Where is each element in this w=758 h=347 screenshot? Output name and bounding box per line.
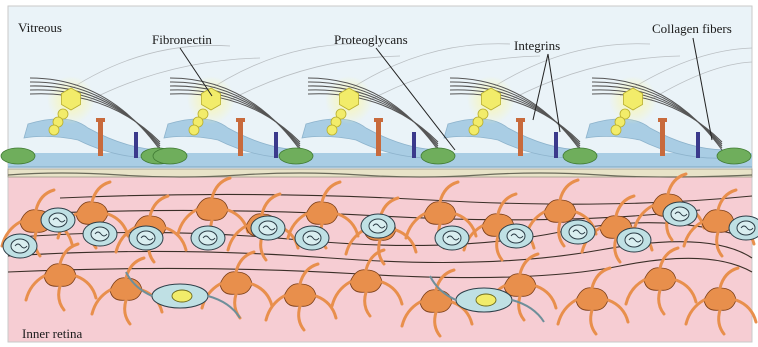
neuron-cell xyxy=(361,214,395,238)
neuron-nucleus xyxy=(199,231,217,245)
neuron-cell xyxy=(83,222,117,246)
integrin-orange-head xyxy=(96,118,105,122)
neuron-nucleus xyxy=(91,227,109,241)
integrin-purple xyxy=(554,132,558,158)
neuron-cell xyxy=(41,208,75,232)
fibronectin-bead xyxy=(469,125,479,135)
label-collagen-fibers: Collagen fibers xyxy=(652,21,732,37)
label-vitreous: Vitreous xyxy=(18,20,62,36)
label-integrins: Integrins xyxy=(514,38,560,54)
integrin-orange xyxy=(376,120,381,156)
proteoglycan xyxy=(1,148,35,164)
proteoglycan xyxy=(279,148,313,164)
proteoglycan xyxy=(153,148,187,164)
neuron-nucleus xyxy=(303,231,321,245)
integrin-orange xyxy=(238,120,243,156)
label-inner-retina: Inner retina xyxy=(22,326,82,342)
proteoglycan xyxy=(563,148,597,164)
fibronectin-bead xyxy=(189,125,199,135)
integrin-purple xyxy=(274,132,278,158)
integrin-orange-head xyxy=(516,118,525,122)
proteoglycan xyxy=(421,148,455,164)
label-fibronectin: Fibronectin xyxy=(152,32,212,48)
fibronectin-bead xyxy=(49,125,59,135)
neuron-nucleus xyxy=(737,221,755,235)
neuron-cell xyxy=(617,228,651,252)
neuron-nucleus xyxy=(507,229,525,243)
ganglion-nucleus xyxy=(172,290,192,302)
proteoglycan xyxy=(717,148,751,164)
neuron-cell xyxy=(561,220,595,244)
integrin-orange-head xyxy=(236,118,245,122)
neuron-cell xyxy=(499,224,533,248)
neuron-nucleus xyxy=(11,239,29,253)
integrin-orange xyxy=(518,120,523,156)
neuron-nucleus xyxy=(259,221,277,235)
integrin-purple xyxy=(696,132,700,158)
neuron-nucleus xyxy=(137,231,155,245)
neuron-cell xyxy=(191,226,225,250)
neuron-cell xyxy=(663,202,697,226)
fibronectin-bead xyxy=(327,125,337,135)
neuron-cell xyxy=(3,234,37,258)
integrin-orange-head xyxy=(374,118,383,122)
integrin-purple xyxy=(134,132,138,158)
neuron-cell xyxy=(129,226,163,250)
neuron-nucleus xyxy=(625,233,643,247)
neuron-cell xyxy=(295,226,329,250)
neuron-cell xyxy=(729,216,758,240)
integrin-orange xyxy=(98,120,103,156)
neuron-nucleus xyxy=(443,231,461,245)
neuron-cell xyxy=(435,226,469,250)
integrin-orange xyxy=(660,120,665,156)
fibronectin-bead xyxy=(611,125,621,135)
neuron-nucleus xyxy=(49,213,67,227)
ganglion-nucleus xyxy=(476,294,496,306)
label-proteoglycans: Proteoglycans xyxy=(334,32,408,48)
neuron-nucleus xyxy=(671,207,689,221)
neuron-nucleus xyxy=(369,219,387,233)
integrin-orange-head xyxy=(658,118,667,122)
neuron-cell xyxy=(251,216,285,240)
integrin-purple xyxy=(412,132,416,158)
neuron-nucleus xyxy=(569,225,587,239)
